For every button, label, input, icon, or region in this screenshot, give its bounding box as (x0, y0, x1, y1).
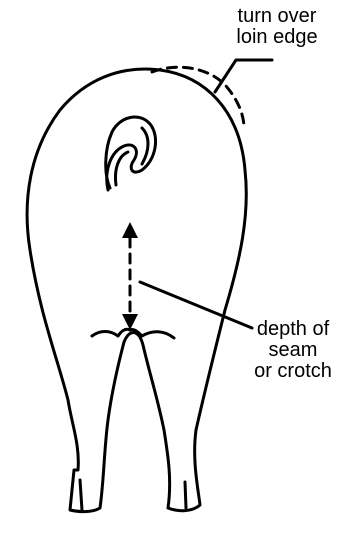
loin-edge-label: turn over loin edge (212, 6, 342, 48)
pig-body-outline (27, 69, 246, 512)
seam-depth-label-line-1: depth of (235, 319, 351, 340)
seam-depth-label: depth of seam or crotch (235, 319, 351, 382)
loin-edge-label-line-1: turn over (212, 6, 342, 27)
right-hoof-line (185, 482, 186, 508)
depth-arrowhead-up (122, 222, 138, 238)
loin-edge-label-line-2: loin edge (212, 27, 342, 48)
loin-edge-leader-line (215, 60, 272, 92)
seam-depth-label-line-3: or crotch (235, 361, 351, 382)
tail-curl-inner (116, 128, 149, 185)
depth-arrowhead-down (122, 314, 138, 330)
left-hoof-line (80, 480, 82, 510)
seam-depth-label-line-2: seam (235, 340, 351, 361)
